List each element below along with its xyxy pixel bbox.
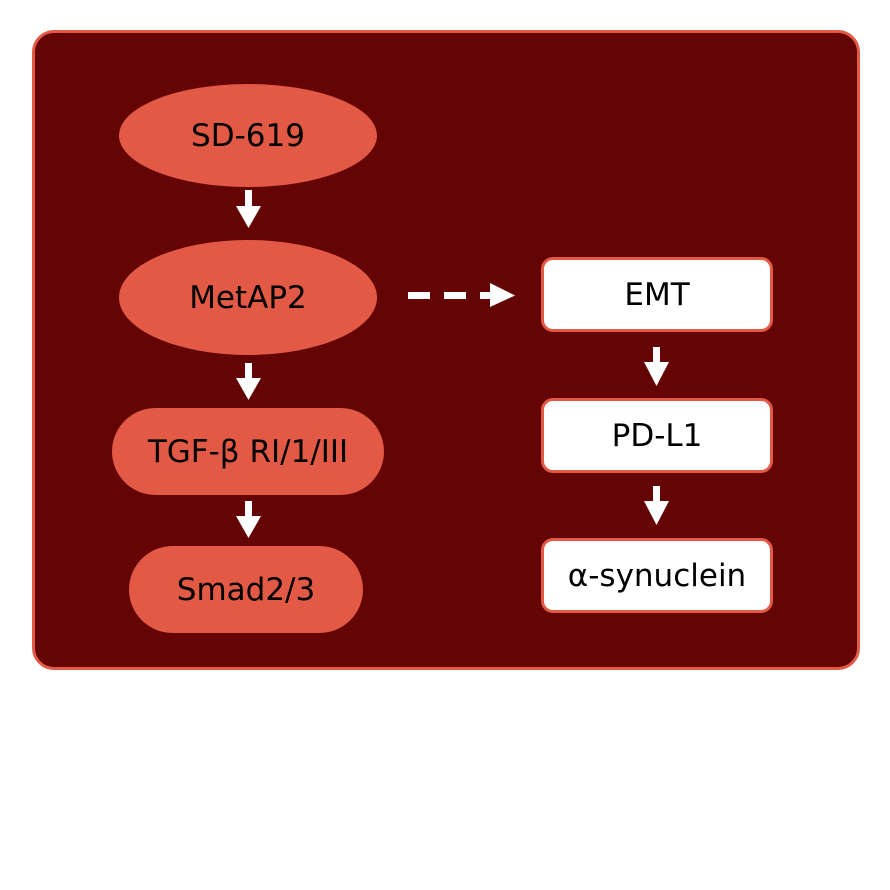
node-metap2: MetAP2 xyxy=(119,240,377,355)
node-label: MetAP2 xyxy=(189,279,307,316)
node-tgf-beta-receptor: TGF-β RI/1/III xyxy=(112,408,384,495)
node-smad2-3: Smad2/3 xyxy=(129,546,363,633)
node-label: PD-L1 xyxy=(611,417,703,454)
node-alpha-synuclein: α-synuclein xyxy=(541,538,773,613)
node-label: EMT xyxy=(624,276,690,313)
node-label: SD-619 xyxy=(191,117,305,154)
node-label: Smad2/3 xyxy=(176,571,316,608)
node-label: TGF-β RI/1/III xyxy=(147,433,349,470)
node-sd-619: SD-619 xyxy=(119,84,377,187)
node-label: α-synuclein xyxy=(567,557,747,594)
node-emt: EMT xyxy=(541,257,773,332)
node-pd-l1: PD-L1 xyxy=(541,398,773,473)
